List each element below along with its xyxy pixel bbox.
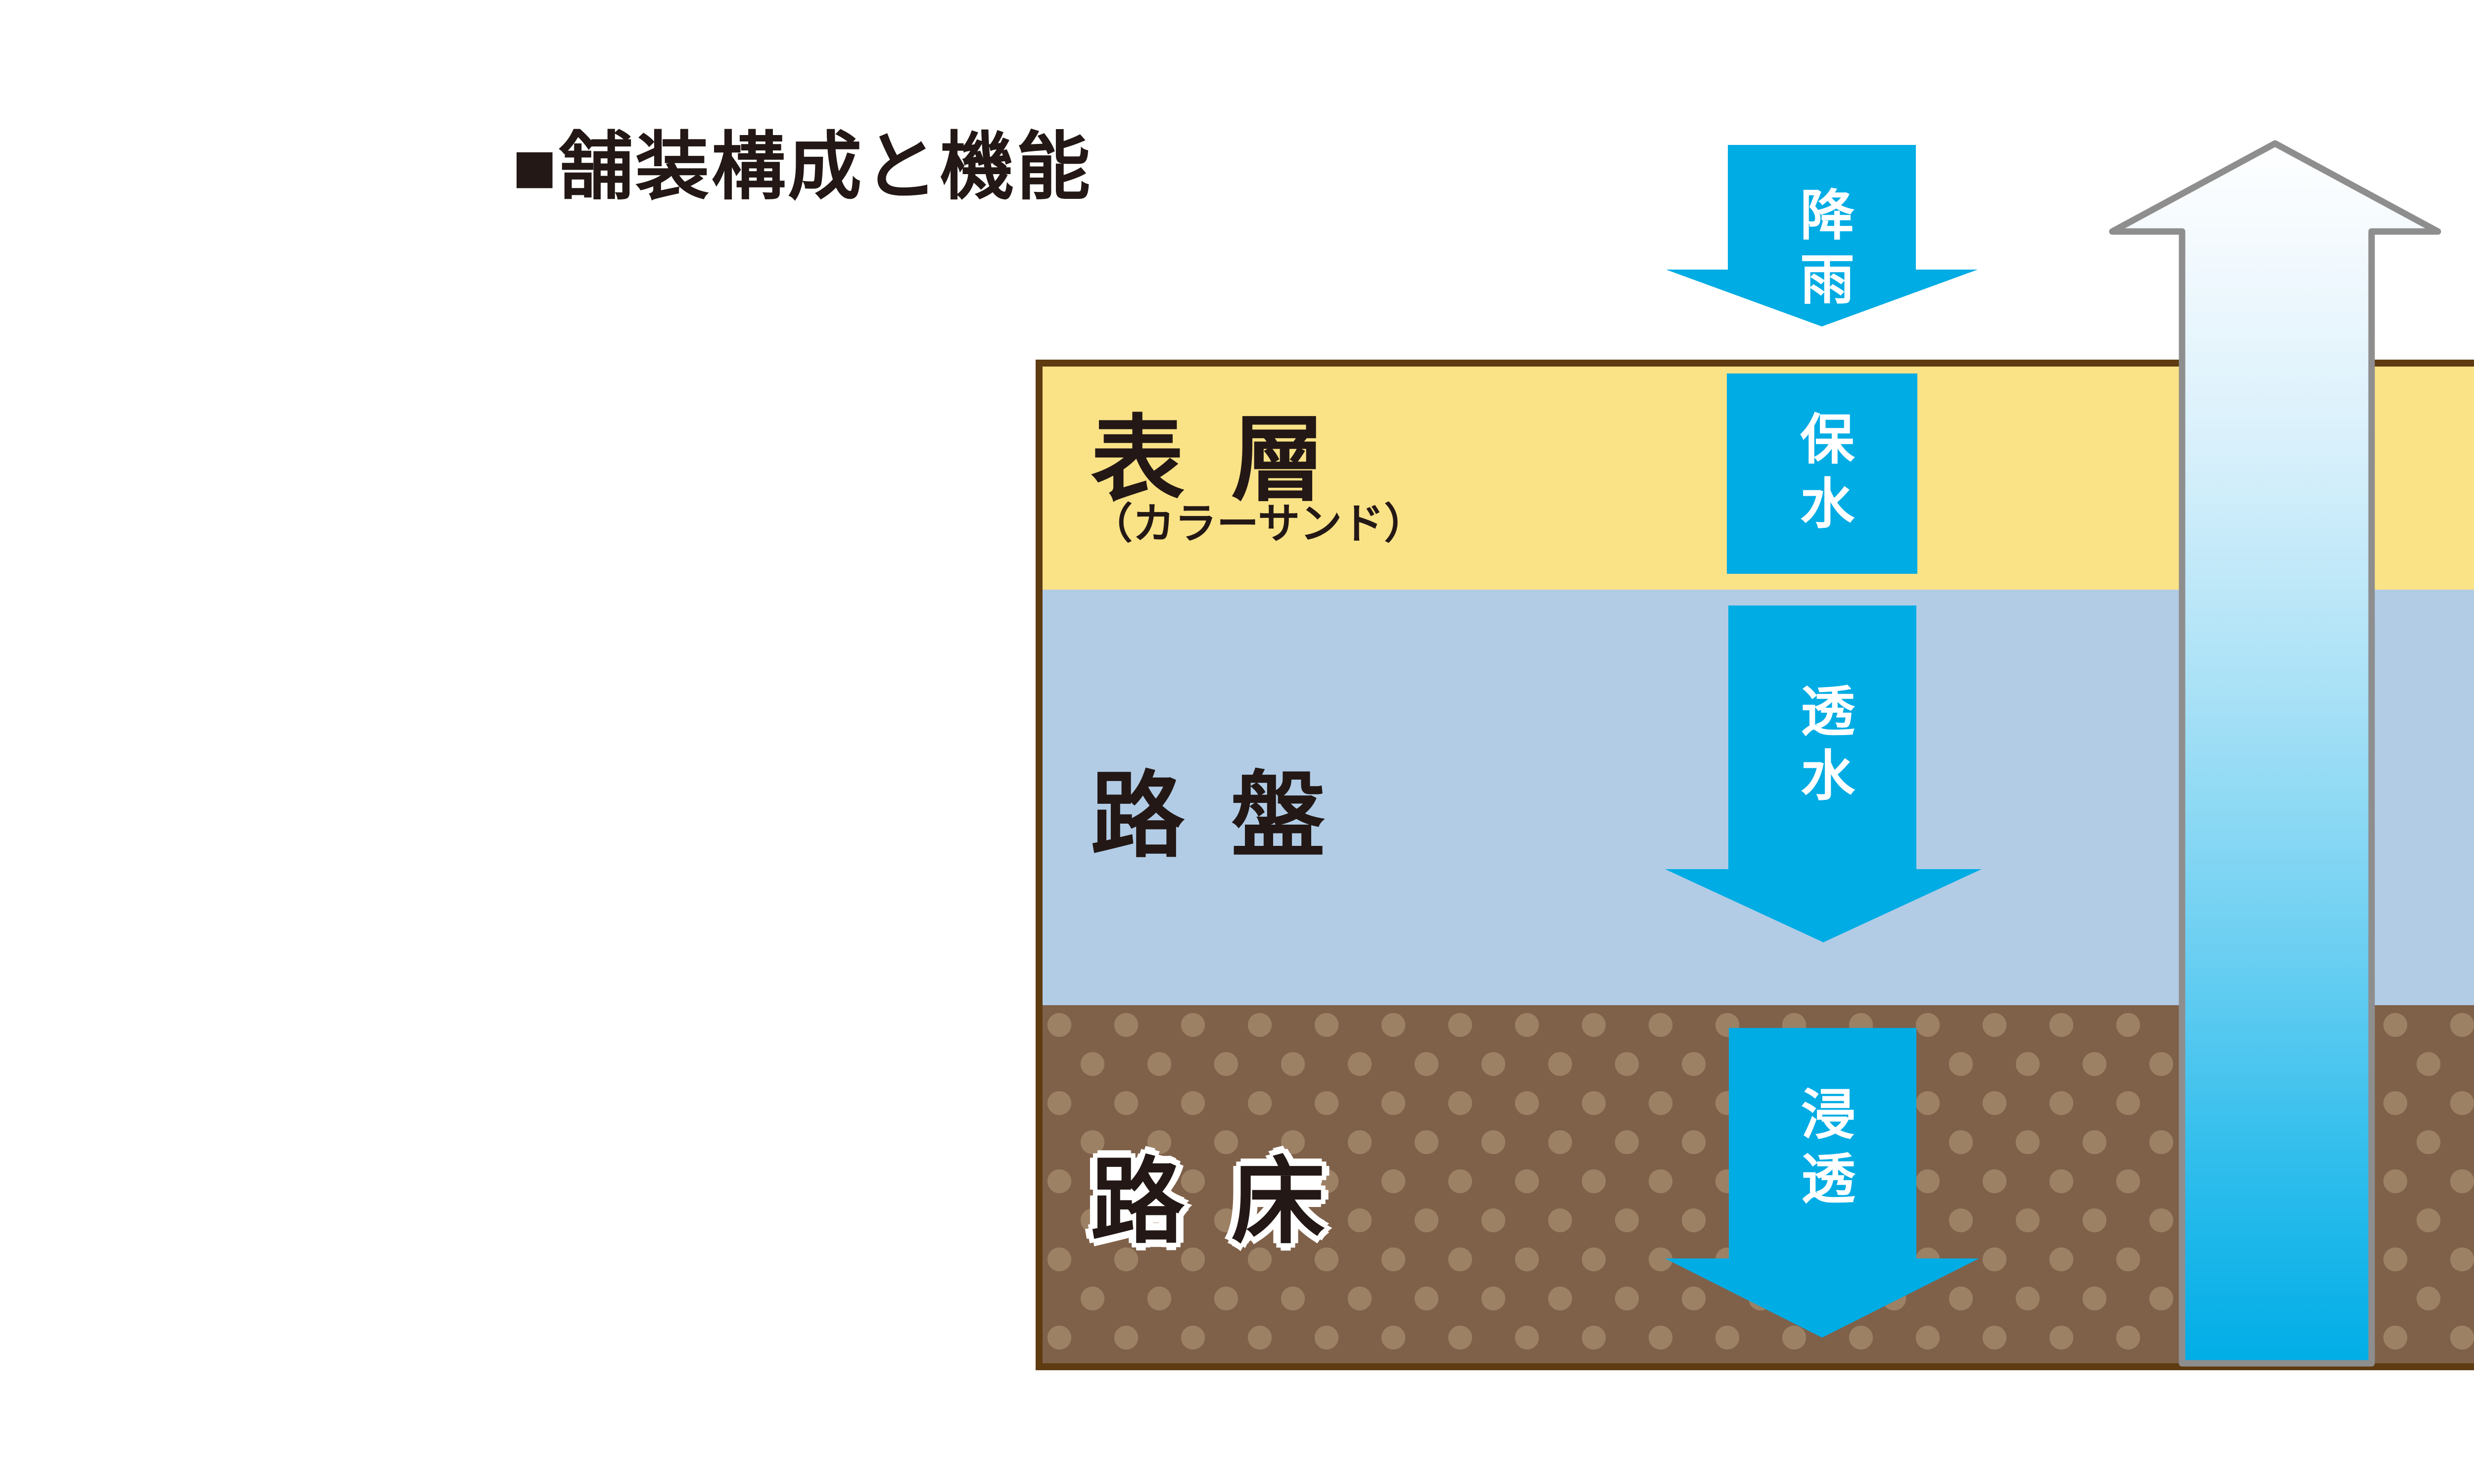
water-retention-label: 保水 (1792, 411, 1853, 539)
roadbase-layer-label: 路 盤 (1091, 764, 1325, 869)
infiltration-arrow-label: 浸透 (1793, 1086, 1854, 1214)
subgrade-layer-label: 路 床 (1091, 1150, 1325, 1254)
rainfall-arrow-label: 降雨 (1792, 186, 1853, 315)
water-retention-box (1727, 373, 1917, 574)
rainfall-arrow-shaft (1728, 145, 1916, 270)
page-title: ■舗装構成と機能 (512, 125, 1093, 208)
permeation-arrow-label: 透水 (1792, 683, 1853, 811)
evapotranspiration-arrow-shape (2109, 140, 2441, 1367)
infiltration-arrow-shaft (1729, 1028, 1916, 1258)
evapotranspiration-arrow (2109, 140, 2441, 1367)
surface-layer-label: 表 層 (1091, 408, 1325, 512)
surface-layer-sublabel: （カラーサンド） (1091, 501, 1427, 548)
permeation-arrow-shaft (1728, 605, 1916, 869)
